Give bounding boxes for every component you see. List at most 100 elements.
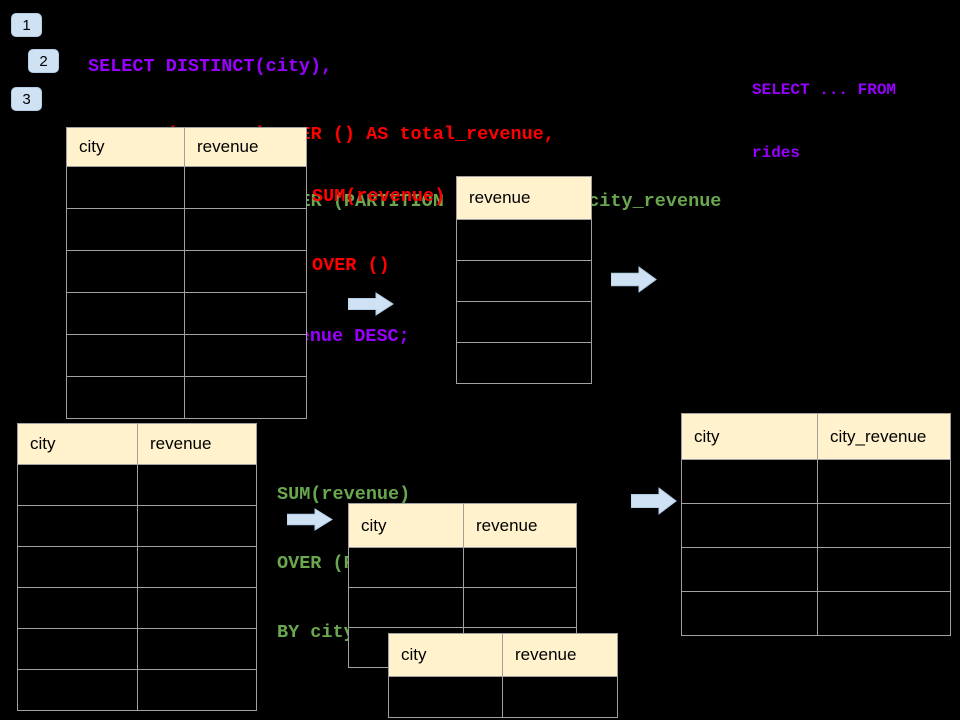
table-row — [67, 208, 306, 250]
table-row — [457, 219, 591, 260]
table-cell — [457, 261, 591, 301]
side-code-line-1: SELECT ... FROM — [752, 81, 897, 99]
table-cell — [137, 506, 256, 546]
table-row — [18, 464, 256, 505]
table-cell — [137, 629, 256, 669]
annotation-total-line-2: OVER () — [312, 255, 390, 276]
table-cell — [184, 209, 306, 250]
table-cell — [18, 506, 137, 546]
table-cell — [67, 251, 184, 292]
table-row — [349, 587, 576, 627]
table-cell — [184, 293, 306, 334]
table-cell — [67, 293, 184, 334]
table-cell — [457, 343, 591, 383]
table-cell — [817, 592, 950, 635]
table-cell — [67, 377, 184, 418]
column-header-city: city — [79, 137, 105, 156]
table-row — [18, 628, 256, 669]
table-row — [682, 547, 950, 591]
table-cell — [682, 592, 817, 635]
flow-arrow-total-2 — [611, 266, 657, 293]
annotation-total-line-1: SUM(revenue) — [312, 186, 446, 207]
table-total-revenue: revenue — [456, 176, 592, 384]
table-cell — [67, 335, 184, 376]
column-header-revenue: revenue — [469, 188, 531, 207]
side-code-line-2: rides — [752, 144, 801, 162]
table-cell — [817, 504, 950, 547]
table-row — [67, 250, 306, 292]
table-cell — [682, 460, 817, 503]
table-cell — [137, 465, 256, 505]
table-cell — [184, 335, 306, 376]
column-header-revenue: revenue — [502, 634, 617, 676]
column-header-city: city — [30, 434, 56, 453]
table-row — [18, 505, 256, 546]
sql-line-select: SELECT DISTINCT(city), — [88, 56, 333, 77]
annotation-partition-line-1: SUM(revenue) — [277, 484, 411, 505]
table-cell — [457, 302, 591, 342]
table-row — [18, 546, 256, 587]
table-cell — [137, 547, 256, 587]
table-cell — [463, 548, 576, 587]
column-header-revenue: revenue — [184, 128, 306, 166]
step-badge-3: 3 — [11, 87, 42, 111]
table-cell — [18, 465, 137, 505]
table-row — [682, 503, 950, 547]
table-row — [67, 166, 306, 208]
table-cell — [389, 677, 502, 717]
flow-arrow-total-1 — [348, 292, 394, 316]
table-header-row: city revenue — [18, 424, 256, 464]
table-cell — [184, 377, 306, 418]
step-badge-1: 1 — [11, 13, 42, 37]
table-row — [389, 676, 617, 717]
table-header-row: revenue — [457, 177, 591, 219]
table-cell — [349, 588, 463, 627]
column-header-city: city — [694, 426, 720, 446]
table-header-row: city revenue — [389, 634, 617, 676]
table-cell — [502, 677, 617, 717]
table-cell — [67, 209, 184, 250]
table-row — [682, 591, 950, 635]
table-cell — [682, 504, 817, 547]
step-badge-2: 2 — [28, 49, 59, 73]
column-header-city: city — [401, 645, 427, 664]
table-cell — [67, 167, 184, 208]
table-row — [18, 587, 256, 628]
step-badge-3-label: 3 — [22, 90, 31, 108]
table-header-row: city city_revenue — [682, 414, 950, 459]
table-row — [67, 292, 306, 334]
table-cell — [457, 220, 591, 260]
table-cell — [682, 548, 817, 591]
annotation-total-revenue: SUM(revenue) OVER () — [312, 139, 445, 300]
step-badge-2-label: 2 — [39, 52, 48, 70]
table-header-row: city revenue — [349, 504, 576, 547]
column-header-city: city — [361, 515, 387, 535]
table-row — [457, 260, 591, 301]
table-source-rides-top: city revenue — [66, 127, 307, 419]
flow-arrow-partition-2 — [631, 487, 677, 515]
table-partition-overlay: city revenue — [388, 633, 618, 718]
table-row — [682, 459, 950, 503]
table-cell — [137, 670, 256, 710]
column-header-city-revenue: city_revenue — [817, 414, 950, 459]
table-cell — [817, 548, 950, 591]
column-header-revenue: revenue — [463, 504, 576, 547]
side-code-select-from: SELECT ... FROM rides — [752, 38, 896, 185]
column-header-revenue: revenue — [137, 424, 256, 464]
table-cell — [349, 548, 463, 587]
table-header-row: city revenue — [67, 128, 306, 166]
table-row — [18, 669, 256, 710]
table-cell — [18, 547, 137, 587]
table-row — [67, 334, 306, 376]
table-row — [67, 376, 306, 418]
step-badge-1-label: 1 — [22, 16, 31, 34]
table-source-rides-bottom: city revenue — [17, 423, 257, 711]
table-cell — [137, 588, 256, 628]
table-cell — [18, 629, 137, 669]
table-row — [457, 342, 591, 383]
table-cell — [18, 588, 137, 628]
table-city-revenue-result: city city_revenue — [681, 413, 951, 636]
table-cell — [184, 251, 306, 292]
table-cell — [184, 167, 306, 208]
table-cell — [817, 460, 950, 503]
